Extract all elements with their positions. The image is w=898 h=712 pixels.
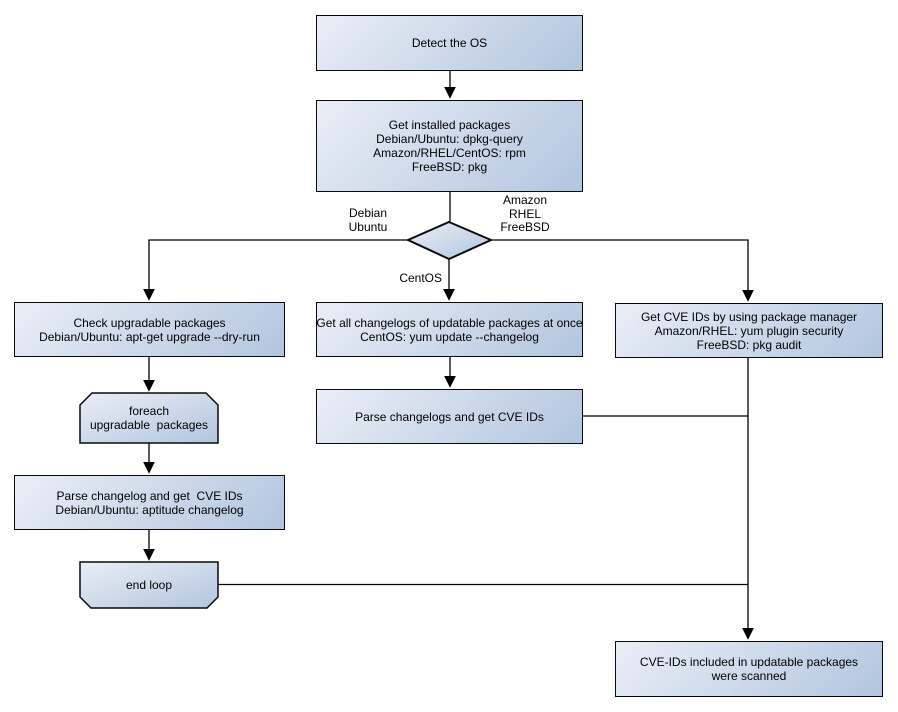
node-cve-ids-scanned: CVE-IDs included in updatable packages w… [615,641,883,697]
edge-label-text: Debian [348,206,388,220]
node-text: FreeBSD: pkg [411,160,488,174]
node-text: Get CVE IDs by using package manager [640,309,858,324]
edge-decision-left [143,239,408,301]
node-text: end loop [125,578,173,592]
node-end-loop: end loop [80,562,218,608]
node-text: FreeBSD: pkg audit [696,337,802,352]
edge-label-text: Ubuntu [348,219,388,234]
node-foreach-upgradable: foreach upgradable packages [80,393,218,443]
edge-label-text: FreeBSD [500,220,550,234]
edge-label-centos: CentOS [384,271,442,286]
node-text: Check upgradable packages [73,315,226,330]
node-text: Debian/Ubuntu: dpkg-query [376,132,523,146]
edge-label-text: RHEL [508,206,541,221]
node-text: CVE-IDs included in updatable packages [639,655,859,669]
edge-decision-right [491,239,754,302]
node-text: Parse changelogs and get CVE IDs [355,409,544,424]
node-parse-changelogs-mid: Parse changelogs and get CVE IDs [316,389,583,444]
edge-label-text: Amazon [502,193,548,207]
edge-label-text: CentOS [399,271,442,285]
node-get-installed-packages: Get installed packages Debian/Ubuntu: dp… [316,100,583,192]
edge-label-amazon-rhel-freebsd: Amazon RHEL FreeBSD [488,193,562,235]
decision-diamond [405,220,494,261]
node-check-upgradable-packages: Check upgradable packages Debian/Ubuntu:… [14,302,285,357]
node-text: upgradable packages [89,418,209,432]
node-get-cve-ids-pkg-manager: Get CVE IDs by using package manager Ama… [615,303,883,358]
foreach-loop-shape [79,392,219,444]
node-parse-changelog-left: Parse changelog and get CVE IDs Debian/U… [14,475,285,530]
node-text: Amazon/RHEL: yum plugin security [654,323,844,338]
node-text: Debian/Ubuntu: apt-get upgrade --dry-run [39,329,260,344]
node-text: Detect the OS [411,36,488,50]
node-get-all-changelogs: Get all changelogs of updatable packages… [316,302,583,357]
node-text: foreach [128,404,170,418]
end-loop-shape [79,561,219,609]
node-detect-os: Detect the OS [316,15,583,71]
node-text: Get all changelogs of updatable packages… [316,315,583,330]
node-text: were scanned [711,669,787,683]
node-text: CentOS: yum update --changelog [360,329,539,344]
node-text: Amazon/RHEL/CentOS: rpm [373,146,526,160]
node-text: Get installed packages [388,118,511,132]
node-text: Parse changelog and get CVE IDs [56,488,243,503]
edge-label-debian-ubuntu: Debian Ubuntu [336,206,400,234]
node-text: Debian/Ubuntu: aptitude changelog [55,502,244,517]
